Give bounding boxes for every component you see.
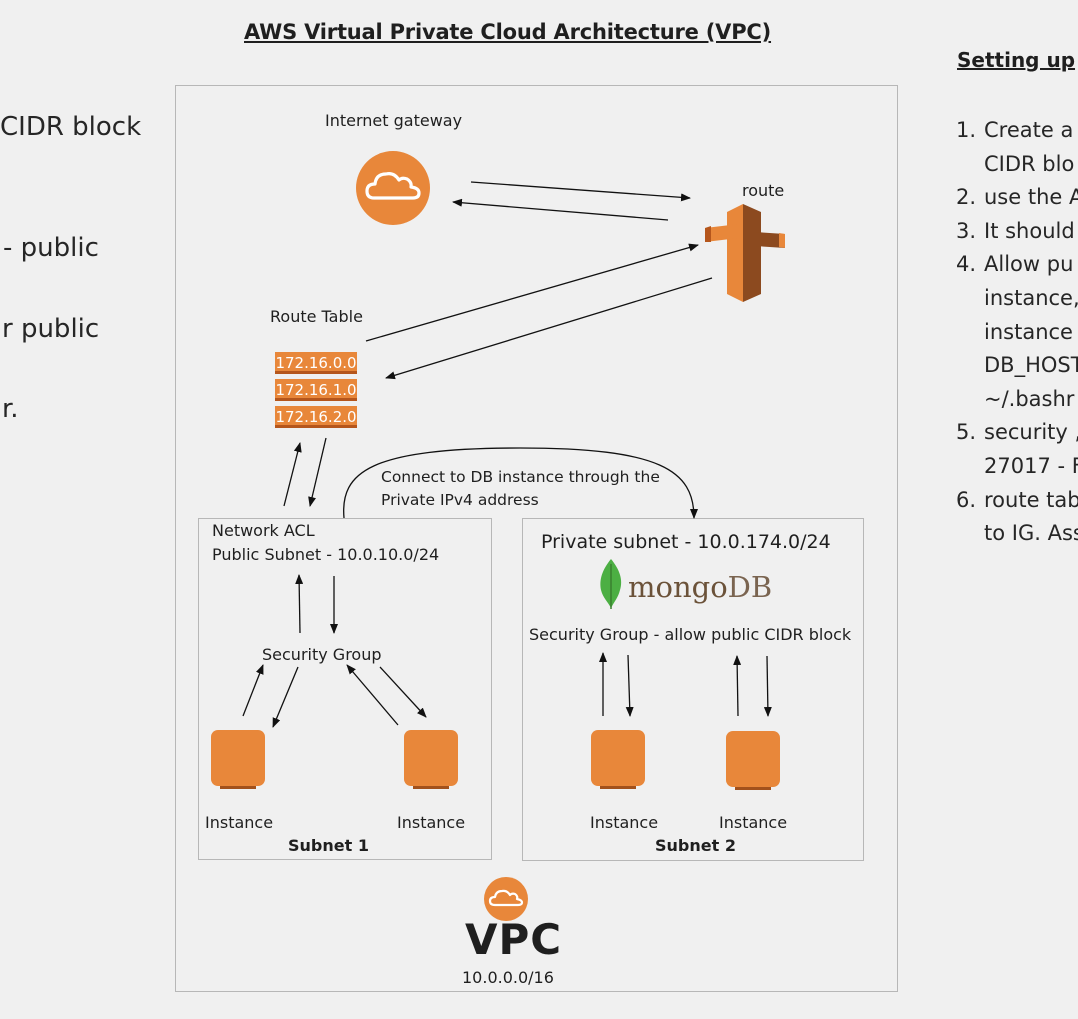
ec2-instance-icon (404, 730, 458, 789)
route-table-label: Route Table (270, 307, 363, 326)
vpc-cloud-icon (484, 877, 528, 921)
route-table-entry: 172.16.1.0 (275, 379, 357, 401)
route-label: route (742, 181, 785, 200)
setup-heading: Setting up (957, 48, 1076, 72)
security-group-label: Security Group - allow public CIDR block (529, 625, 852, 644)
vpc-cidr-label: 10.0.0.0/16 (462, 968, 554, 987)
security-group-label: Security Group (262, 645, 382, 664)
ec2-instance-icon (591, 730, 645, 789)
mongodb-logo: mongoDB (628, 570, 773, 604)
subnet2-caption: Subnet 2 (655, 836, 736, 855)
router-icon (705, 204, 785, 302)
left-text-fragment: r public (2, 314, 100, 344)
mongodb-leaf-icon (600, 559, 622, 609)
page-title: AWS Virtual Private Cloud Architecture (… (244, 20, 772, 44)
instance-label: Instance (397, 813, 466, 832)
vpc-container (175, 85, 898, 992)
private-subnet-label: Private subnet - 10.0.174.0/24 (541, 531, 831, 553)
ec2-instance-icon (211, 730, 265, 789)
ec2-instance-icon (726, 731, 780, 790)
cloud-icon (356, 151, 430, 225)
subnet1-caption: Subnet 1 (288, 836, 369, 855)
internet-gateway-label: Internet gateway (325, 111, 463, 130)
connect-note: Connect to DB instance through the Priva… (381, 468, 660, 509)
instance-label: Instance (205, 813, 274, 832)
public-subnet-label: Public Subnet - 10.0.10.0/24 (212, 545, 440, 564)
left-text-fragment: r. (2, 394, 19, 424)
instance-label: Instance (590, 813, 659, 832)
subnet1-box (198, 518, 492, 860)
route-table-entry: 172.16.0.0 (275, 352, 357, 374)
left-text-fragment: CIDR block (0, 112, 142, 142)
left-text-fragment: - public (3, 233, 99, 263)
network-acl-label: Network ACL (212, 521, 315, 540)
route-table-entry: 172.16.2.0 (275, 406, 357, 428)
instance-label: Instance (719, 813, 788, 832)
vpc-label: VPC (465, 915, 563, 964)
setup-steps-list: 1.Create a CIDR blo 2.use the A 3.It sho… (956, 118, 1078, 546)
